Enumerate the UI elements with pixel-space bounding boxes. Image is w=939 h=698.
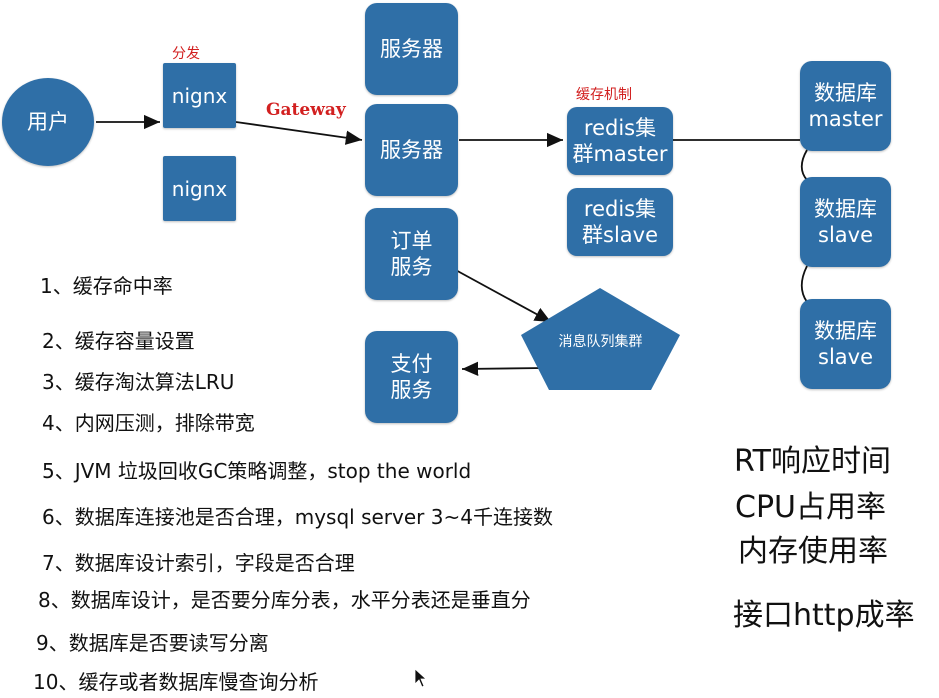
link-db-master-slave1 [800, 149, 808, 181]
checklist-item-10: 10、缓存或者数据库慢查询分析 [33, 670, 319, 694]
arrow-mq-pay [461, 361, 545, 377]
link-db-slave1-slave2 [800, 265, 808, 303]
checklist-item-3: 3、缓存淘汰算法LRU [42, 370, 235, 394]
nginx-node-2: nignx [163, 156, 236, 221]
db-master-node: 数据库 master [800, 61, 891, 151]
dispatch-annotation: 分发 [172, 46, 200, 62]
metric-http: 接口http成率 [733, 598, 915, 633]
arrow-nginx-server [235, 121, 363, 145]
server-node-2: 服务器 [365, 104, 458, 196]
redis-slave-node: redis集 群slave [567, 188, 673, 256]
checklist-item-2: 2、缓存容量设置 [42, 329, 195, 353]
nginx-node-1: nignx [163, 63, 236, 128]
server-node-1: 服务器 [365, 3, 458, 95]
redis-master-node: redis集 群master [567, 107, 673, 175]
checklist-item-7: 7、数据库设计索引，字段是否合理 [42, 551, 355, 575]
metric-cpu: CPU占用率 [735, 490, 886, 525]
checklist-item-8: 8、数据库设计，是否要分库分表，水平分表还是垂直分 [38, 588, 531, 612]
db-slave-node-1: 数据库 slave [800, 177, 891, 267]
metric-memory: 内存使用率 [738, 534, 888, 569]
metric-rt: RT响应时间 [734, 444, 891, 479]
mouse-cursor-icon [414, 668, 428, 688]
checklist-item-5: 5、JVM 垃圾回收GC策略调整，stop the world [42, 459, 472, 483]
mq-node-label: 消息队列集群 [558, 334, 643, 350]
checklist-item-9: 9、数据库是否要读写分离 [36, 631, 269, 655]
checklist-item-6: 6、数据库连接池是否合理，mysql server 3~4千连接数 [42, 505, 553, 529]
gateway-annotation: Gateway [266, 100, 346, 120]
db-slave-node-2: 数据库 slave [800, 299, 891, 389]
order-service-node: 订单 服务 [365, 208, 458, 300]
cache-mechanism-annotation: 缓存机制 [576, 87, 632, 103]
pay-service-node: 支付 服务 [365, 331, 458, 423]
arrow-order-mq [451, 267, 552, 323]
checklist-item-4: 4、内网压测，排除带宽 [42, 411, 255, 435]
user-node: 用户 [2, 78, 94, 166]
checklist-item-1: 1、缓存命中率 [40, 274, 173, 298]
mq-pentagon-shape [521, 288, 680, 390]
